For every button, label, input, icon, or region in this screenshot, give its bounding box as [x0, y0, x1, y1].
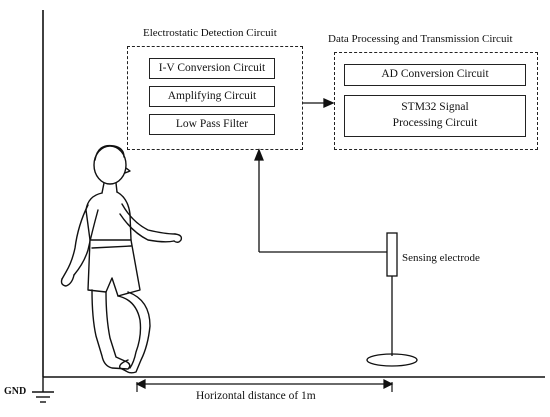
electrode-icon	[366, 232, 418, 367]
low-pass-filter-block: Low Pass Filter	[149, 114, 275, 135]
iv-conversion-block: I-V Conversion Circuit	[149, 58, 275, 79]
stm32-processing-block: STM32 Signal Processing Circuit	[344, 95, 526, 137]
walking-person-icon	[60, 144, 183, 374]
ground-symbol-icon	[32, 377, 54, 403]
electrostatic-group-frame	[127, 46, 303, 150]
processing-group-frame	[334, 52, 538, 150]
distance-label: Horizontal distance of 1m	[196, 390, 316, 402]
ground-label: GND	[4, 386, 27, 397]
distance-arrow	[135, 379, 394, 392]
electrostatic-group-title: Electrostatic Detection Circuit	[143, 27, 277, 39]
ad-conversion-block: AD Conversion Circuit	[344, 64, 526, 86]
sensing-electrode-label: Sensing electrode	[402, 252, 480, 264]
processing-group-title: Data Processing and Transmission Circuit	[328, 33, 513, 45]
amplifying-block: Amplifying Circuit	[149, 86, 275, 107]
signal-wires	[254, 97, 392, 253]
